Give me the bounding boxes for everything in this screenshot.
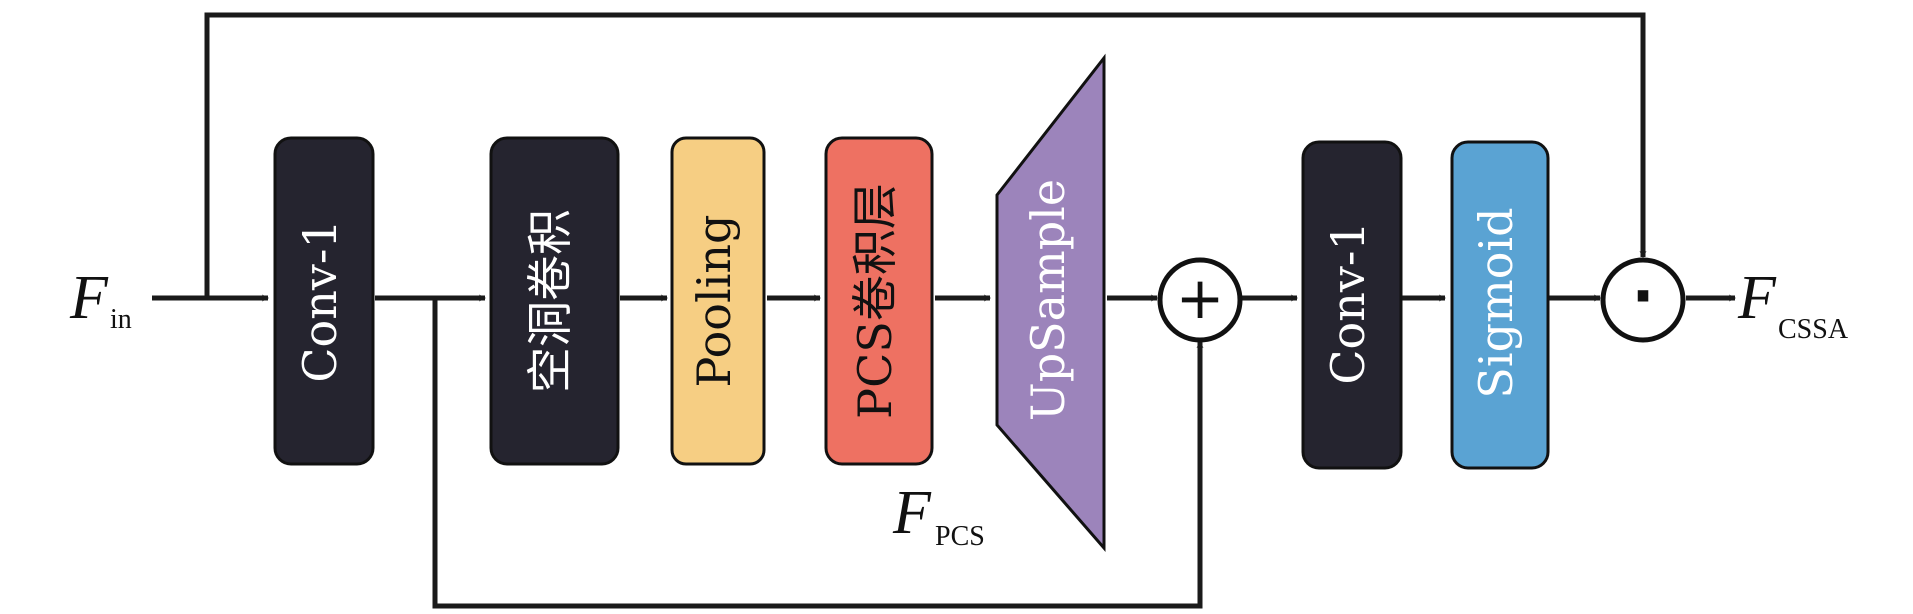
block-label-pooling: Pooling [687,215,741,388]
residual-connection-bottom [432,298,1204,609]
f-pcs-sub: PCS [935,521,985,552]
block-rect [824,136,934,466]
add-symbol: + [1176,264,1225,332]
multiply-symbol: · [1632,262,1655,332]
block-dilated-conv: 空洞卷积 [489,136,620,466]
block-label-conv1: Conv-1 [1321,221,1375,384]
block-label-sigmoid: Sigmoid [1469,207,1523,398]
block-rect [273,136,375,466]
block-sigmoid: Sigmoid [1450,140,1550,470]
block-upsample: UpSample [995,53,1106,553]
block-pcs-conv: PCS卷积层 [824,136,934,466]
block-label-dilated-conv: 空洞卷积 [523,209,577,393]
block-label-conv1: Conv-1 [293,219,347,382]
skip-connection-top [204,12,1647,298]
block-conv1-second: Conv-1 [1301,140,1403,470]
block-conv1-first: Conv-1 [273,136,375,466]
block-rect [1301,140,1403,470]
label-f-pcs: F PCS [892,479,985,552]
block-label-pcs-conv: PCS卷积层 [848,183,902,419]
multiply-circle [1600,257,1686,343]
f-in-sub: in [110,304,132,335]
f-cssa-sub: CSSA [1778,314,1849,345]
multiply-operator: · [1600,257,1686,343]
block-rect [489,136,620,466]
label-f-in: F in [69,264,132,335]
label-f-cssa: F CSSA [1737,264,1849,345]
add-circle [1157,257,1243,343]
block-rect [670,136,766,466]
block-rect [1450,140,1550,470]
block-pooling: Pooling [670,136,766,466]
block-trapezoid [995,53,1106,553]
f-in-main: F [69,264,109,332]
block-label-upsample: UpSample [1021,179,1075,421]
f-cssa-main: F [1737,264,1777,332]
connections [152,12,1736,609]
f-pcs-main: F [892,479,932,547]
add-operator: + [1157,257,1243,343]
